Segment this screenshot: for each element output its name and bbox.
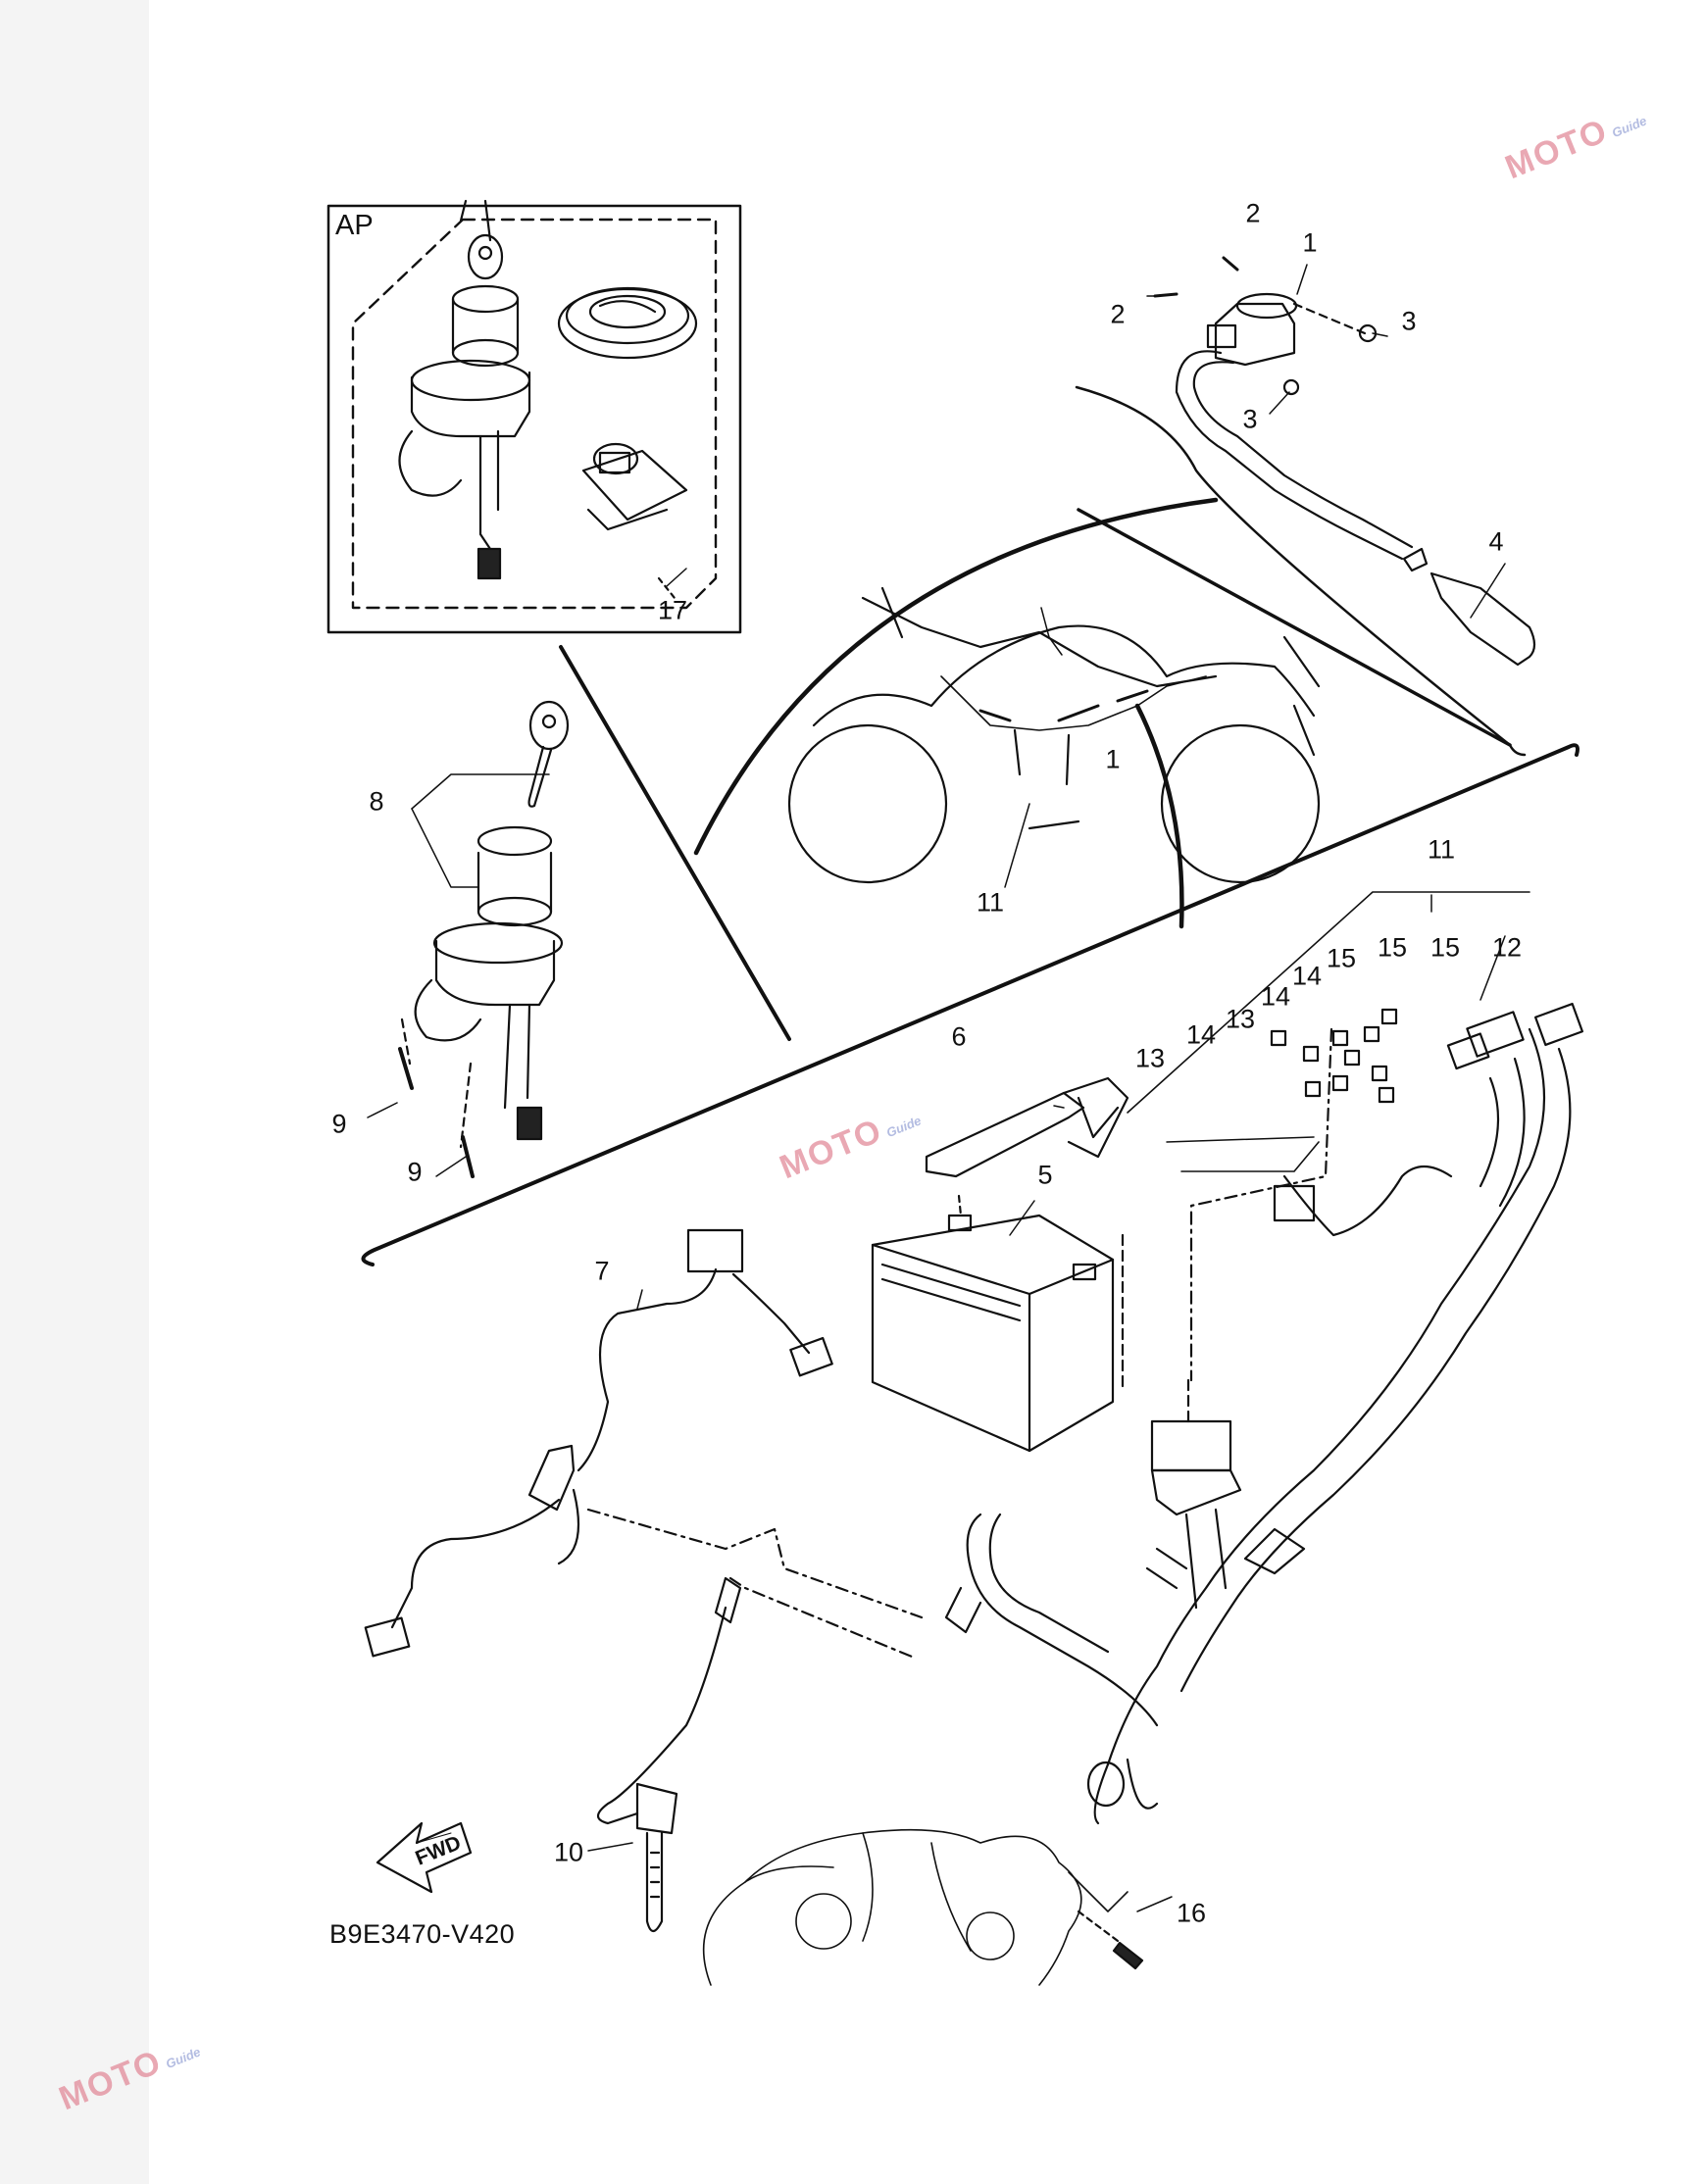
callout-3-bottom: 3 (1242, 404, 1258, 434)
callout-14-c: 14 (1185, 1019, 1217, 1050)
callout-13-lower: 13 (1134, 1043, 1166, 1073)
battery-wire-drawing (364, 1228, 924, 1658)
callout-9-lower: 9 (407, 1157, 423, 1187)
section-divider-curve (361, 743, 1580, 1266)
callout-15-b: 15 (1377, 932, 1408, 963)
callout-3-right: 3 (1401, 306, 1417, 336)
callout-14-b: 14 (1260, 981, 1291, 1012)
forward-arrow-icon (376, 1821, 473, 1894)
callout-1-harness: 1 (1105, 744, 1121, 774)
callout-17: 17 (657, 595, 688, 625)
callout-12: 12 (1491, 932, 1523, 963)
callout-9-upper: 9 (331, 1109, 347, 1139)
ignition-coil-drawing (1075, 256, 1536, 757)
callout-2-top: 2 (1245, 198, 1261, 228)
inset-title: AP (335, 210, 374, 241)
callout-13-upper: 13 (1225, 1004, 1256, 1034)
page-margin-band (0, 0, 149, 2184)
ap-fuel-cap-drawing (557, 286, 698, 360)
diagram-code: B9E3470-V420 (329, 1919, 516, 1949)
callout-leader-lines (367, 264, 1506, 1912)
callout-7: 7 (594, 1256, 610, 1286)
callout-16: 16 (1176, 1898, 1207, 1928)
callout-10: 10 (553, 1837, 584, 1867)
motorcycle-overview-drawing (561, 497, 1512, 1039)
neutral-switch-drawing (596, 1576, 914, 1933)
battery-band-drawing (925, 1076, 1129, 1178)
callout-5: 5 (1037, 1160, 1053, 1190)
callout-14-a: 14 (1291, 961, 1323, 991)
callout-2-left: 2 (1110, 299, 1126, 329)
battery-drawing (871, 1194, 1125, 1453)
bolt-16-drawing (1077, 1910, 1144, 1970)
engine-outline-drawing (702, 1828, 1128, 1986)
ap-ignition-switch-drawing (398, 199, 531, 580)
fuse-set-drawing (1127, 891, 1530, 1172)
main-switch-drawing (398, 700, 570, 1178)
callout-6: 6 (951, 1021, 967, 1052)
ap-inset-box (326, 199, 742, 634)
callout-8: 8 (369, 786, 384, 817)
ap-seat-lock-drawing (581, 442, 688, 531)
callout-11-overview: 11 (976, 887, 1005, 918)
callout-15-a: 15 (1326, 943, 1357, 973)
callout-1-coil: 1 (1302, 227, 1318, 258)
callout-11-harness: 11 (1427, 834, 1456, 865)
wire-harness-drawing (944, 1002, 1584, 1825)
callout-15-c: 15 (1429, 932, 1461, 963)
callout-4: 4 (1488, 526, 1504, 557)
